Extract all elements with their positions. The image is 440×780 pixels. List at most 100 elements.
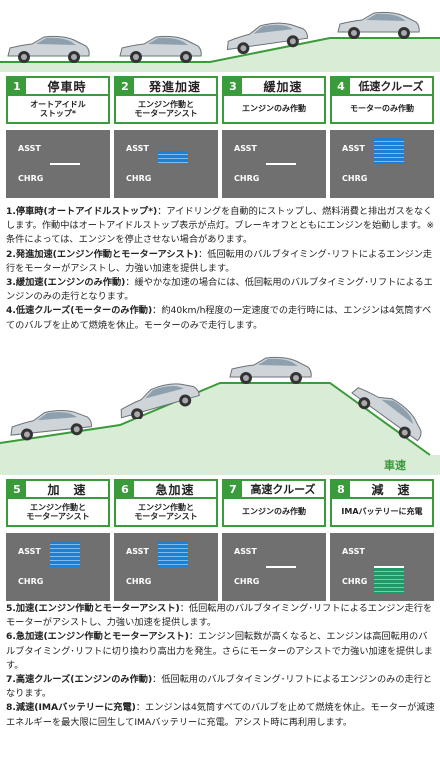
stage-header: 6 急加速 <box>114 479 218 499</box>
asst-chrg-gauge: ASST CHRG <box>222 130 326 198</box>
bottom-road-scene: 車速 <box>0 355 440 475</box>
gauge-asst-label: ASST <box>126 547 149 556</box>
stage-description: エンジンのみ作動 <box>222 499 326 527</box>
gauge-asst-label: ASST <box>18 547 41 556</box>
stage-number: 8 <box>332 481 350 497</box>
gauge-assist-bar <box>50 541 80 567</box>
description-item: 1.停車時(オートアイドルストップ*)：アイドリングを自動的にストップし、燃料消… <box>6 205 436 248</box>
stage-title: 急加速 <box>155 482 195 497</box>
stage-panel-6: 6 急加速 エンジン作動と モーターアシスト ASST CHRG <box>114 479 218 601</box>
description-item: 4.低速クルーズ(モーターのみ作動)：約40km/h程度の一定速度での走行時には… <box>6 304 436 332</box>
stage-header: 4 低速クルーズ <box>330 76 434 96</box>
asst-chrg-gauge: ASST CHRG <box>222 533 326 601</box>
car-icon <box>351 387 422 442</box>
stage-number: 2 <box>116 78 134 94</box>
gauge-assist-bar <box>158 151 188 163</box>
top-descriptions: 1.停車時(オートアイドルストップ*)：アイドリングを自動的にストップし、燃料消… <box>6 205 436 333</box>
gauge-chrg-label: CHRG <box>126 577 152 586</box>
stage-title: 高速クルーズ <box>250 483 316 496</box>
stage-panel-7: 7 高速クルーズ エンジンのみ作動 ASST CHRG <box>222 479 326 601</box>
stage-panel-5: 5 加 速 エンジン作動と モーターアシスト ASST CHRG <box>6 479 110 601</box>
gauge-charge-bar <box>374 568 404 594</box>
description-body: ：エンジン回転数が高くなると、エンジンは高回転用のバルブタイミング･リフトに切り… <box>6 631 433 671</box>
description-body: ：約40km/h程度の一定速度での走行時には、エンジンは4気筒すべてのバルブを止… <box>6 305 432 331</box>
stage-header: 3 緩加速 <box>222 76 326 96</box>
car-icon <box>229 356 312 384</box>
gauge-chrg-label: CHRG <box>18 577 44 586</box>
description-title: 6.急加速(エンジン作動とモーターアシスト) <box>6 631 189 643</box>
gauge-neutral-line <box>374 566 404 568</box>
stage-header: 5 加 速 <box>6 479 110 499</box>
vehicle-speed-label: 車速 <box>384 459 406 472</box>
stage-header: 2 発進加速 <box>114 76 218 96</box>
asst-chrg-gauge: ASST CHRG <box>330 533 434 601</box>
description-title: 3.緩加速(エンジンのみ作動) <box>6 277 126 289</box>
gauge-chrg-label: CHRG <box>234 577 260 586</box>
asst-chrg-gauge: ASST CHRG <box>114 533 218 601</box>
bottom-stage-panels: 5 加 速 エンジン作動と モーターアシスト ASST CHRG 6 急加速 エ… <box>0 479 440 601</box>
description-body: ：エンジンは4気筒すべてのバルブを止めて燃焼を休止。モーターが減速エネルギーを最… <box>6 702 435 728</box>
car-icon <box>119 35 202 63</box>
asst-chrg-gauge: ASST CHRG <box>114 130 218 198</box>
gauge-neutral-line <box>266 566 296 568</box>
car-icon <box>120 383 200 419</box>
car-icon <box>10 410 93 441</box>
gauge-neutral-line <box>50 163 80 165</box>
description-title: 5.加速(エンジン作動とモーターアシスト) <box>6 603 180 614</box>
stage-number: 3 <box>224 78 242 94</box>
description-title: 8.減速(IMAバッテリーに充電) <box>6 702 136 714</box>
top-road-scene <box>0 0 440 72</box>
description-body: ：低回転用のバルブタイミング･リフトによるエンジン走行をモーターがアシストし、力… <box>6 248 433 274</box>
stage-title: 停車時 <box>47 79 87 94</box>
description-title: 2.発進加速(エンジン作動とモーターアシスト) <box>6 248 199 260</box>
stage-number: 6 <box>116 481 134 497</box>
description-body: ：低回転用のバルブタイミング･リフトによるエンジン走行をモーターがアシストし、力… <box>6 603 433 629</box>
stage-title: 緩加速 <box>263 79 303 94</box>
asst-chrg-gauge: ASST CHRG <box>330 130 434 198</box>
asst-chrg-gauge: ASST CHRG <box>6 130 110 198</box>
gauge-asst-label: ASST <box>234 144 257 153</box>
stage-number: 1 <box>8 78 26 94</box>
gauge-chrg-label: CHRG <box>126 174 152 183</box>
stage-title: 減 速 <box>371 482 411 497</box>
stage-header: 1 停車時 <box>6 76 110 96</box>
gauge-asst-label: ASST <box>342 547 365 556</box>
description-item: 5.加速(エンジン作動とモーターアシスト)：低回転用のバルブタイミング･リフトに… <box>6 602 436 630</box>
description-item: 8.減速(IMAバッテリーに充電)：エンジンは4気筒すべてのバルブを止めて燃焼を… <box>6 701 436 729</box>
description-title: 1.停車時(オートアイドルストップ*) <box>6 206 158 217</box>
car-icon <box>7 35 90 63</box>
stage-description: モーターのみ作動 <box>330 96 434 124</box>
stage-header: 7 高速クルーズ <box>222 479 326 499</box>
description-item: 7.高速クルーズ(エンジンのみ作動)：低回転用のバルブタイミング･リフトによるエ… <box>6 673 436 701</box>
gauge-asst-label: ASST <box>234 547 257 556</box>
description-title: 4.低速クルーズ(モーターのみ作動) <box>6 305 153 317</box>
description-body: ：緩やかな加速の場合には、低回転用のバルブタイミング･リフトによるエンジンのみの… <box>6 277 433 303</box>
description-title: 7.高速クルーズ(エンジンのみ作動) <box>6 674 153 686</box>
gauge-chrg-label: CHRG <box>342 174 368 183</box>
car-icon <box>226 22 309 54</box>
description-item: 6.急加速(エンジン作動とモーターアシスト)：エンジン回転数が高くなると、エンジ… <box>6 630 436 673</box>
gauge-assist-bar <box>374 138 404 164</box>
gauge-assist-bar <box>158 541 188 567</box>
stage-header: 8 減 速 <box>330 479 434 499</box>
description-item: 2.発進加速(エンジン作動とモーターアシスト)：低回転用のバルブタイミング･リフ… <box>6 248 436 276</box>
gauge-neutral-line <box>266 163 296 165</box>
stage-panel-3: 3 緩加速 エンジンのみ作動 ASST CHRG <box>222 76 326 198</box>
bottom-descriptions: 5.加速(エンジン作動とモーターアシスト)：低回転用のバルブタイミング･リフトに… <box>6 602 436 730</box>
top-road-graphic <box>0 37 440 72</box>
stage-title: 発進加速 <box>148 79 201 94</box>
gauge-chrg-label: CHRG <box>234 174 260 183</box>
stage-panel-1: 1 停車時 オートアイドル ストップ* ASST CHRG <box>6 76 110 198</box>
stage-number: 5 <box>8 481 26 497</box>
stage-description: IMAバッテリーに充電 <box>330 499 434 527</box>
stage-number: 7 <box>224 481 242 497</box>
stage-description: エンジン作動と モーターアシスト <box>6 499 110 527</box>
gauge-chrg-label: CHRG <box>18 174 44 183</box>
stage-description: エンジンのみ作動 <box>222 96 326 124</box>
stage-description: エンジン作動と モーターアシスト <box>114 96 218 124</box>
stage-description: エンジン作動と モーターアシスト <box>114 499 218 527</box>
description-item: 3.緩加速(エンジンのみ作動)：緩やかな加速の場合には、低回転用のバルブタイミン… <box>6 276 436 304</box>
stage-title: 加 速 <box>47 482 87 497</box>
stage-panel-2: 2 発進加速 エンジン作動と モーターアシスト ASST CHRG <box>114 76 218 198</box>
top-stage-panels: 1 停車時 オートアイドル ストップ* ASST CHRG 2 発進加速 エンジ… <box>0 76 440 198</box>
